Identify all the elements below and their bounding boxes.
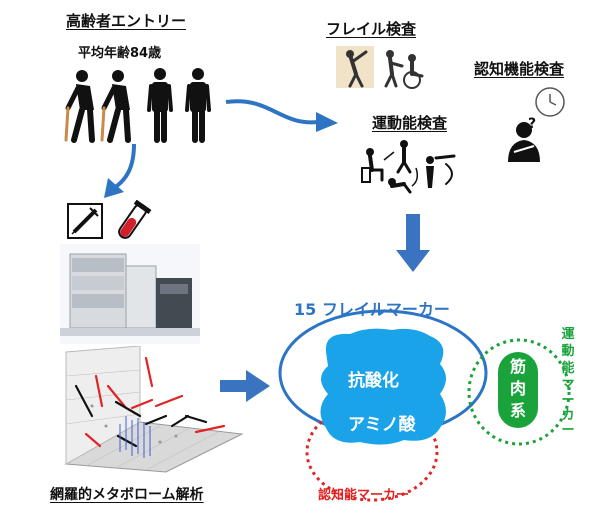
metabolome-plot bbox=[64, 346, 244, 473]
elderly-people-icon bbox=[64, 68, 211, 143]
antioxidant-label: 抗酸化 bbox=[348, 371, 399, 391]
muscle-label: 筋肉系 bbox=[509, 357, 526, 420]
amino-acid-label: アミノ酸 bbox=[348, 415, 416, 435]
motor-exam-title: 運動能検査 bbox=[372, 114, 448, 132]
cognitive-exam-title: 認知機能検査 bbox=[474, 60, 565, 78]
blood-sample-icon bbox=[67, 200, 152, 239]
motor-marker-char: ー bbox=[561, 393, 575, 408]
elderly-subtitle: 平均年齢84歳 bbox=[78, 46, 162, 61]
marker-blob bbox=[320, 328, 446, 445]
motor-marker-char: マ bbox=[561, 378, 575, 393]
motor-exam-icon bbox=[361, 140, 456, 194]
analyzer-machine-icon bbox=[60, 244, 200, 344]
svg-text:?: ? bbox=[528, 116, 536, 132]
thinking-person-icon: ? bbox=[508, 87, 565, 162]
motor-marker-circle bbox=[467, 338, 571, 446]
motor-marker-label: 運 動 能 マ ー カ ー bbox=[560, 326, 576, 437]
motor-marker-char: 能 bbox=[561, 361, 575, 376]
frailty-exam-title: フレイル検査 bbox=[326, 20, 417, 38]
motor-marker-char: 動 bbox=[561, 344, 575, 359]
marker-diagram bbox=[278, 309, 571, 502]
motor-marker-char: カ bbox=[561, 408, 575, 423]
motor-marker-char: 運 bbox=[561, 327, 575, 342]
muscle-pill bbox=[498, 352, 538, 428]
metabolome-title: 網羅的メタボローム解析 bbox=[50, 487, 204, 503]
cognitive-marker-label: 認知能マーカー bbox=[318, 488, 410, 503]
elderly-title: 高齢者エントリー bbox=[66, 12, 187, 30]
frailty-exam-icon bbox=[336, 46, 424, 89]
motor-marker-char: ー bbox=[561, 423, 575, 438]
frailty-markers-title: 15 フレイルマーカー bbox=[294, 300, 450, 319]
